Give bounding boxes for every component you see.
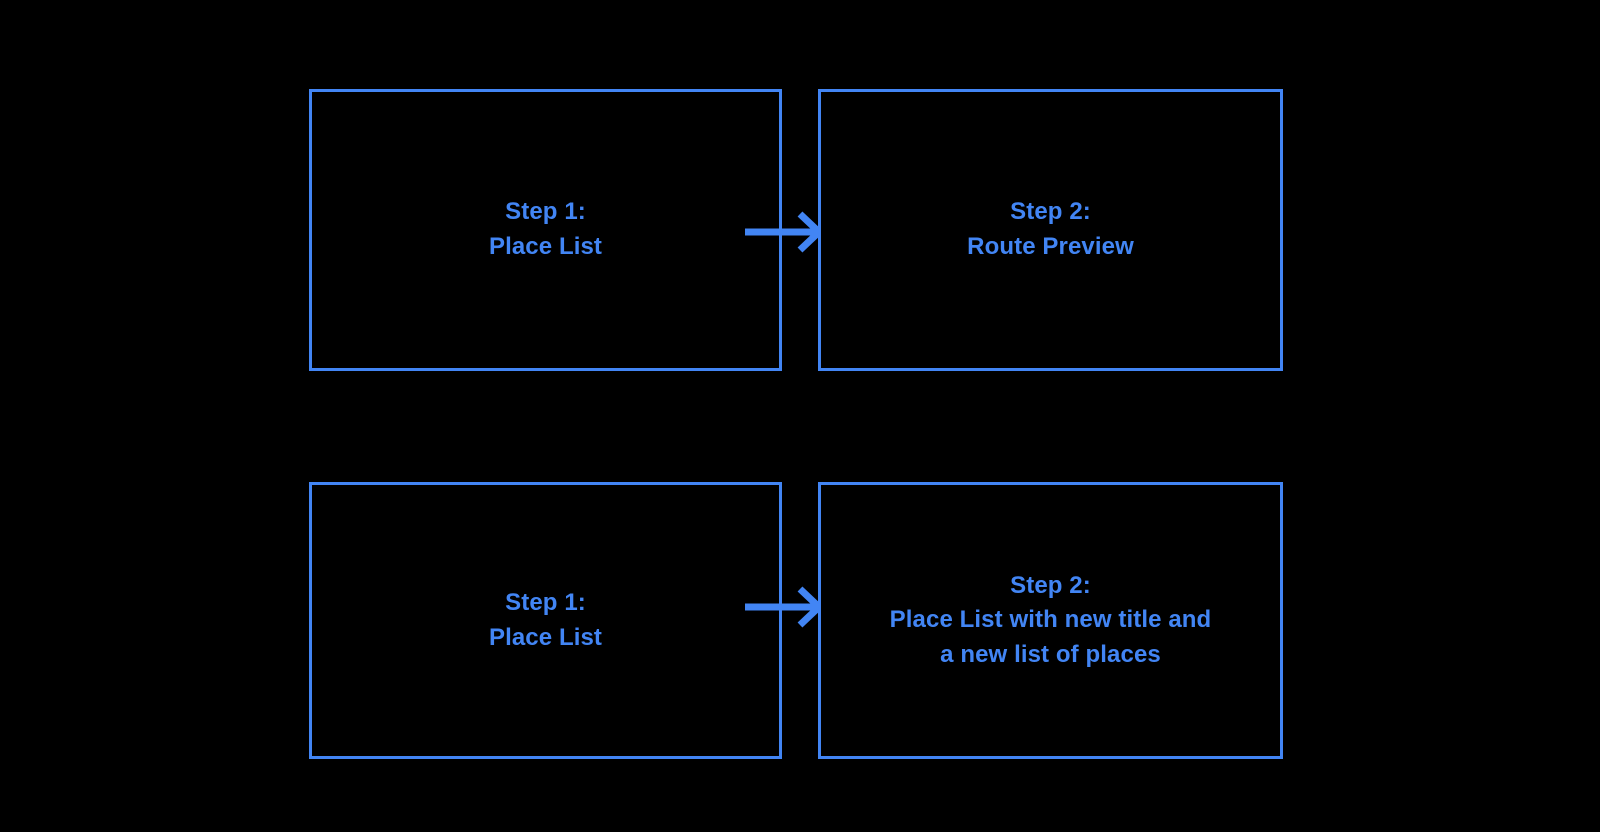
step-box-label: Step 2: Route Preview — [967, 198, 1134, 260]
step-box-label: Step 1: Place List — [488, 198, 603, 260]
step-box-label: Step 1: Place List — [488, 588, 603, 651]
step-box-label: Step 2: Place List with new title and a … — [889, 571, 1212, 668]
flow-row-route-preview: Step 1: Place List Step 2: Route Preview — [0, 89, 1600, 371]
step-box-row2-step1[interactable]: Step 1: Place List — [309, 482, 782, 759]
step-box-row1-step2[interactable]: Step 2: Route Preview — [818, 89, 1283, 371]
step-box-row2-step2[interactable]: Step 2: Place List with new title and a … — [818, 482, 1283, 759]
step-box-row1-step1[interactable]: Step 1: Place List — [309, 89, 782, 371]
flow-row-place-list-update: Step 1: Place List Step 2: Place List wi… — [0, 482, 1600, 759]
